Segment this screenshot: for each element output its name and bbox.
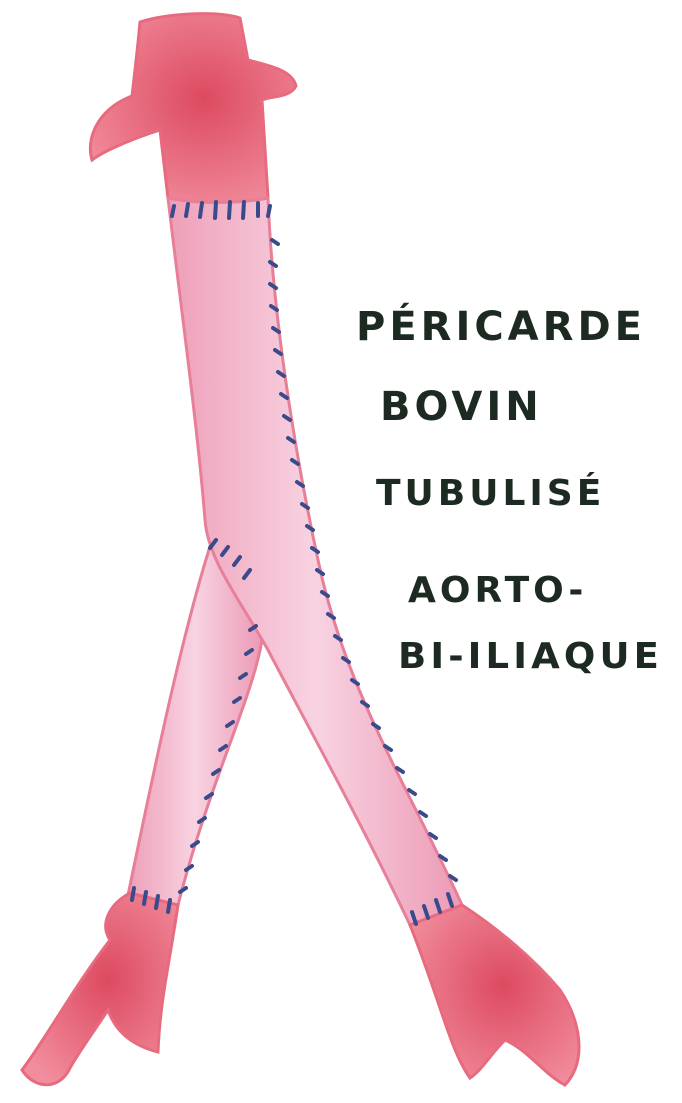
annotation-line-3: TUBULISÉ	[376, 472, 605, 514]
distal-iliac-left	[22, 893, 178, 1085]
distal-iliac-right	[410, 905, 579, 1085]
proximal-aorta	[90, 14, 296, 203]
annotation-line-1: PÉRICARDE	[356, 302, 646, 350]
annotation-line-2: BOVIN	[380, 384, 543, 430]
annotation-line-5: BI-ILIAQUE	[398, 636, 663, 677]
annotation-line-4: AORTO-	[408, 570, 587, 611]
annotation: PÉRICARDE BOVIN TUBULISÉ AORTO- BI-ILIAQ…	[356, 302, 663, 677]
